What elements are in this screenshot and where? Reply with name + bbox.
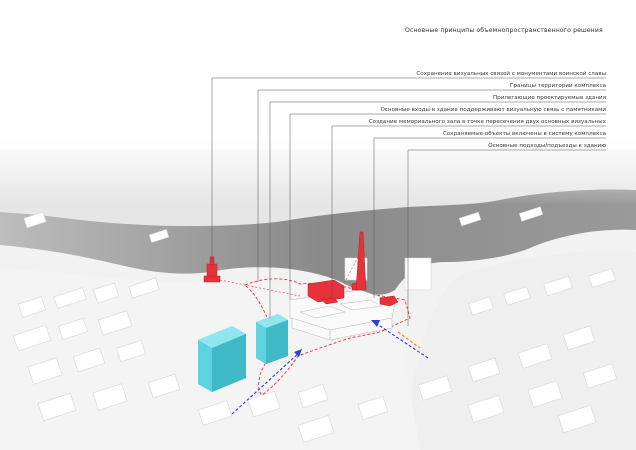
right-peninsula bbox=[400, 251, 636, 450]
legend-label-preserved-objects: Сохраняемые объекты включены в систему к… bbox=[442, 131, 606, 137]
legend-label-territory-boundary: Границы территории комплекса bbox=[510, 83, 606, 89]
legend-label-visual-links: Сохранение визуальных связей с монумента… bbox=[416, 71, 606, 77]
legend-label-memorial-hall: Создание мемориального зала в точке пере… bbox=[368, 119, 606, 125]
legend-label-main-entrances: Основные входы в здание поддерживают виз… bbox=[380, 107, 606, 113]
legend-label-adjacent-buildings: Прилегающие проектируемые здания bbox=[492, 95, 606, 101]
visual-connection-lines bbox=[219, 249, 363, 301]
page-title: Основные принципы объемнопространственно… bbox=[405, 27, 603, 34]
leader-lines bbox=[211, 77, 606, 326]
approach-arrowhead-left bbox=[294, 349, 302, 357]
legend-label-approaches: Основные подходы/подъезды к зданию bbox=[488, 143, 606, 149]
proposed-buildings bbox=[198, 314, 288, 392]
city-blocks bbox=[12, 206, 618, 443]
sky-fade bbox=[0, 135, 636, 205]
orange-road-line bbox=[397, 331, 421, 349]
approach-arrows bbox=[231, 321, 429, 415]
approach-arrowhead-right bbox=[371, 320, 380, 327]
obelisk-monument bbox=[355, 231, 367, 291]
